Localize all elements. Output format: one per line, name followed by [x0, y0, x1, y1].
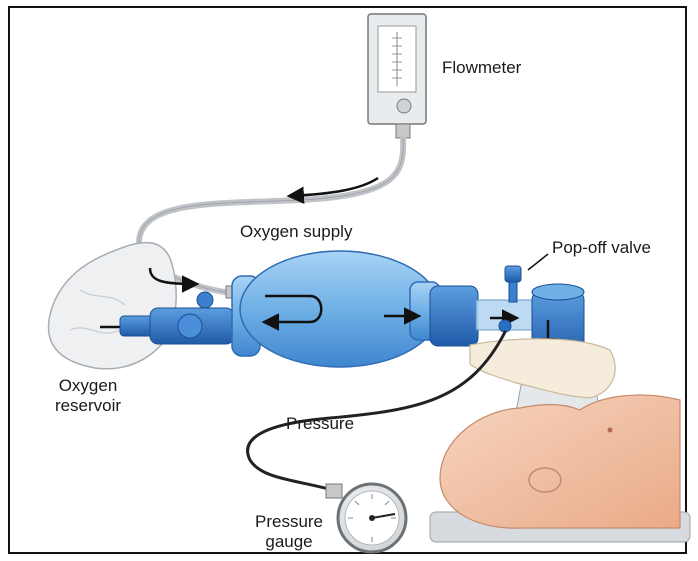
oxygen-supply-label: Oxygen supply [240, 222, 352, 242]
flowmeter-label: Flowmeter [442, 58, 521, 78]
pressure-gauge [326, 484, 406, 552]
oxygen-reservoir-label-line2: reservoir [52, 396, 124, 416]
patient-valve [430, 254, 548, 346]
flowmeter-device [368, 14, 426, 138]
pop-off-valve-label: Pop-off valve [552, 238, 651, 258]
oxygen-reservoir-label-line1: Oxygen [52, 376, 124, 396]
self-inflating-bag [232, 251, 440, 367]
pressure-label: Pressure [286, 414, 354, 434]
oxygen-reservoir-label: Oxygen reservoir [52, 376, 124, 416]
infant [430, 395, 690, 542]
oxygen-reservoir [48, 243, 176, 369]
pressure-gauge-label-line2: gauge [246, 532, 332, 552]
caregiver-hand [470, 339, 615, 398]
pressure-gauge-label: Pressure gauge [246, 512, 332, 552]
pressure-gauge-label-line1: Pressure [246, 512, 332, 532]
